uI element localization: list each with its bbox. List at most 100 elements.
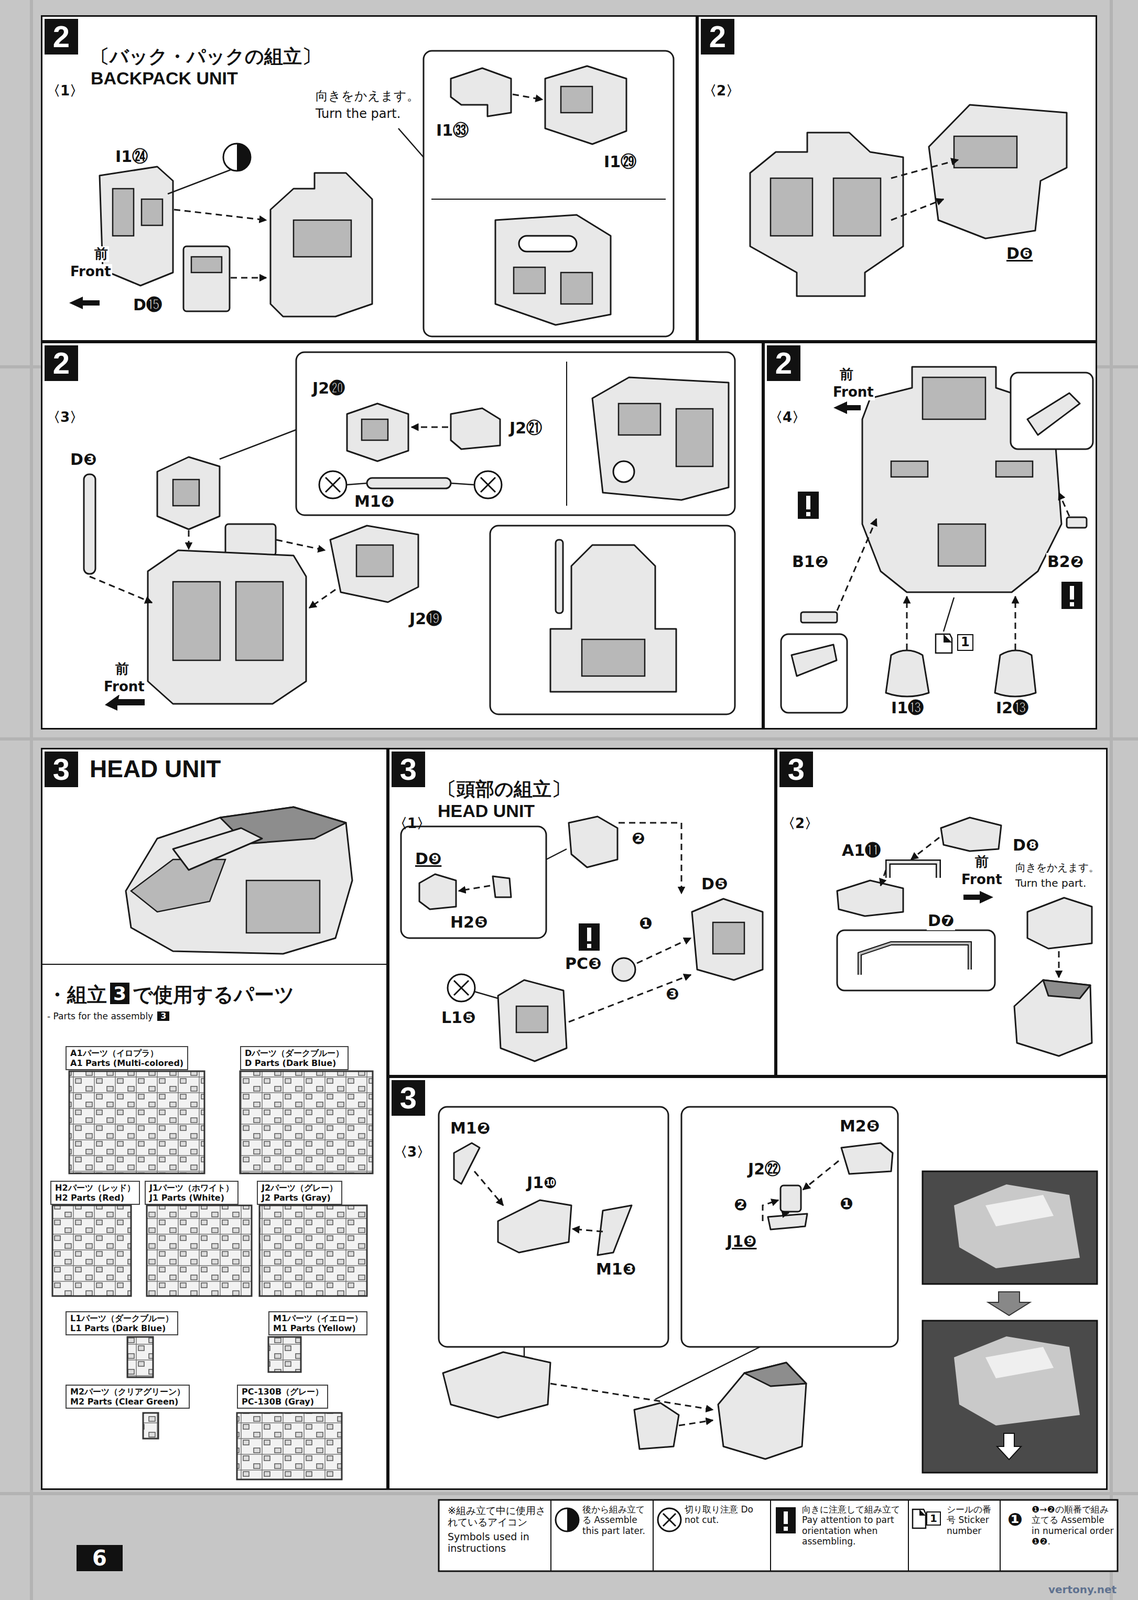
part-callout: B2❷ [1046, 553, 1085, 572]
note: Turn the part. [1014, 877, 1088, 890]
section-heading: 〔バック・パックの組立〕 [90, 44, 321, 70]
part-callout: I1⓭ [890, 699, 925, 718]
part-callout: D❽ [1011, 836, 1040, 855]
part-callout: で使用するパーツ [131, 983, 296, 1007]
part-callout: Front [960, 872, 1004, 888]
step-panel: 2 〈2〉 [697, 15, 1098, 342]
watermark: vertony.net [1047, 1584, 1118, 1597]
step-panel: 3 〈1〉〔頭部の組立〕HEAD UNIT [387, 748, 776, 1077]
part-callout: H2❺ [449, 913, 489, 932]
part-callout: ❷ [732, 1196, 749, 1215]
sub-step: 〈2〉 [702, 81, 740, 101]
step-panel: 2 〈3〉 [40, 341, 764, 730]
step-panel: 2〈1〉〔バック・パックの組立〕BACKPACK UNIT [40, 15, 698, 342]
runner-name: Dパーツ（ダークブルー） [244, 1048, 344, 1059]
runner-name-en: L1 Parts (Dark Blue) [70, 1323, 174, 1334]
step-panel: 2 〈4〉 [763, 341, 1098, 730]
sub-step: 〈4〉 [768, 408, 806, 427]
step-number: 2 [44, 345, 79, 382]
note: 向きをかえます。 [314, 89, 421, 104]
legend-heading: Symbols used in instructions [446, 1531, 549, 1555]
part-callout: 前 [838, 366, 855, 383]
step-number: 3 [779, 751, 814, 788]
part-callout: D❾ [414, 850, 443, 869]
part-callout: J2⓳ [408, 610, 443, 629]
part-callout: J1❿ [525, 1174, 558, 1193]
step-number: 3 [44, 751, 79, 788]
part-callout: ❷ [630, 829, 646, 849]
legend-text: 切り取り注意 Do not cut. [684, 1504, 768, 1526]
step-panel: 3 HEAD UNIT A1パーツ（イロプラ）A1 Parts (Multi-col… [40, 748, 388, 1491]
runner-name: PC-130B（グレー） [241, 1386, 324, 1397]
runner-name: M1パーツ（イエロー） [273, 1313, 363, 1324]
part-callout: I1㉙ [602, 153, 638, 172]
part-callout: L1❺ [440, 1009, 477, 1028]
step-number: 2 [44, 18, 79, 55]
part-callout: Front [102, 679, 146, 696]
part-callout: A1⓫ [840, 841, 882, 861]
runner-name: H2パーツ（レッド） [55, 1183, 136, 1194]
part-callout: M1❸ [594, 1260, 637, 1280]
runner-label-box: M2パーツ（クリアグリーン）M2 Parts (Clear Green) [65, 1384, 190, 1410]
step-number: 2 [766, 345, 801, 382]
part-callout: M2❺ [838, 1117, 881, 1136]
part-callout: 前 [93, 246, 110, 263]
part-callout: J2㉒ [746, 1160, 782, 1179]
part-callout: Front [69, 264, 113, 280]
step-number: 3 [391, 751, 426, 788]
sub-step: 〈3〉 [46, 408, 84, 427]
runner-name: L1パーツ（ダークブルー） [70, 1313, 174, 1324]
part-callout: D❻ [1005, 244, 1034, 264]
runner-label-box: PC-130B（グレー）PC-130B (Gray) [236, 1384, 329, 1410]
part-callout: ❶ [637, 914, 654, 934]
runner-name-en: A1 Parts (Multi-colored) [70, 1058, 184, 1069]
note: 向きをかえます。 [1014, 861, 1101, 874]
step-number: 2 [700, 18, 735, 55]
runner-label-box: M1パーツ（イエロー）M1 Parts (Yellow) [268, 1311, 368, 1336]
part-callout: ❶ [838, 1195, 854, 1214]
part-callout: ❸ [664, 985, 680, 1004]
part-callout: J1❾ [725, 1232, 758, 1252]
note: - Parts for the assembly [46, 1011, 155, 1023]
note: Turn the part. [314, 106, 402, 122]
section-heading-en: HEAD UNIT [437, 800, 535, 822]
part-callout: ・組立 [46, 983, 108, 1007]
runner-name: A1パーツ（イロプラ） [70, 1048, 184, 1059]
sub-step: 〈2〉 [781, 814, 819, 833]
runner-name-en: J1 Parts (White) [149, 1193, 234, 1203]
runner-name-en: M2 Parts (Clear Green) [70, 1396, 186, 1407]
part-callout: Front [831, 384, 875, 401]
part-callout: D⓯ [132, 296, 164, 315]
part-callout: I2⓭ [994, 699, 1030, 718]
sticker-number: 1 [957, 634, 974, 652]
runner-name: J1パーツ（ホワイト） [149, 1183, 234, 1194]
step-number: 3 [157, 1011, 170, 1022]
part-callout: M1❷ [449, 1119, 492, 1138]
part-callout: D❼ [926, 912, 956, 931]
runner-name-en: PC-130B (Gray) [241, 1396, 324, 1407]
runner-label-box: J1パーツ（ホワイト）J1 Parts (White) [144, 1180, 239, 1206]
runner-name-en: D Parts (Dark Blue) [244, 1058, 344, 1069]
runner-label-box: L1パーツ（ダークブルー）L1 Parts (Dark Blue) [65, 1311, 179, 1336]
page-number: 6 [91, 1546, 108, 1571]
section-heading: 〔頭部の組立〕 [437, 776, 571, 803]
section-heading-en: HEAD UNIT [89, 754, 221, 784]
part-callout: D❺ [700, 875, 729, 894]
part-callout: ❶ [1006, 1509, 1024, 1531]
part-callout: J2㉑ [508, 419, 544, 438]
part-callout: D❸ [69, 450, 98, 470]
step-panel: 3〈3〉 [387, 1076, 1108, 1491]
legend-heading: ※組み立て中に使用されているアイコン [446, 1505, 549, 1529]
section-heading-en: BACKPACK UNIT [90, 68, 238, 89]
legend-text: ❶→❷の順番で組み立てる Assemble in numerical order… [1031, 1504, 1115, 1548]
part-callout: I1㉔ [114, 147, 149, 167]
legend-text: シールの番号 Sticker number [946, 1504, 997, 1537]
part-callout: 前 [114, 661, 130, 678]
sub-step: 〈1〉 [393, 814, 431, 833]
runner-name: J2パーツ（グレー） [261, 1183, 338, 1194]
runner-label-box: Dパーツ（ダークブルー）D Parts (Dark Blue) [240, 1046, 349, 1071]
part-callout: I1㉝ [435, 121, 470, 140]
runner-name-en: H2 Parts (Red) [55, 1193, 136, 1203]
